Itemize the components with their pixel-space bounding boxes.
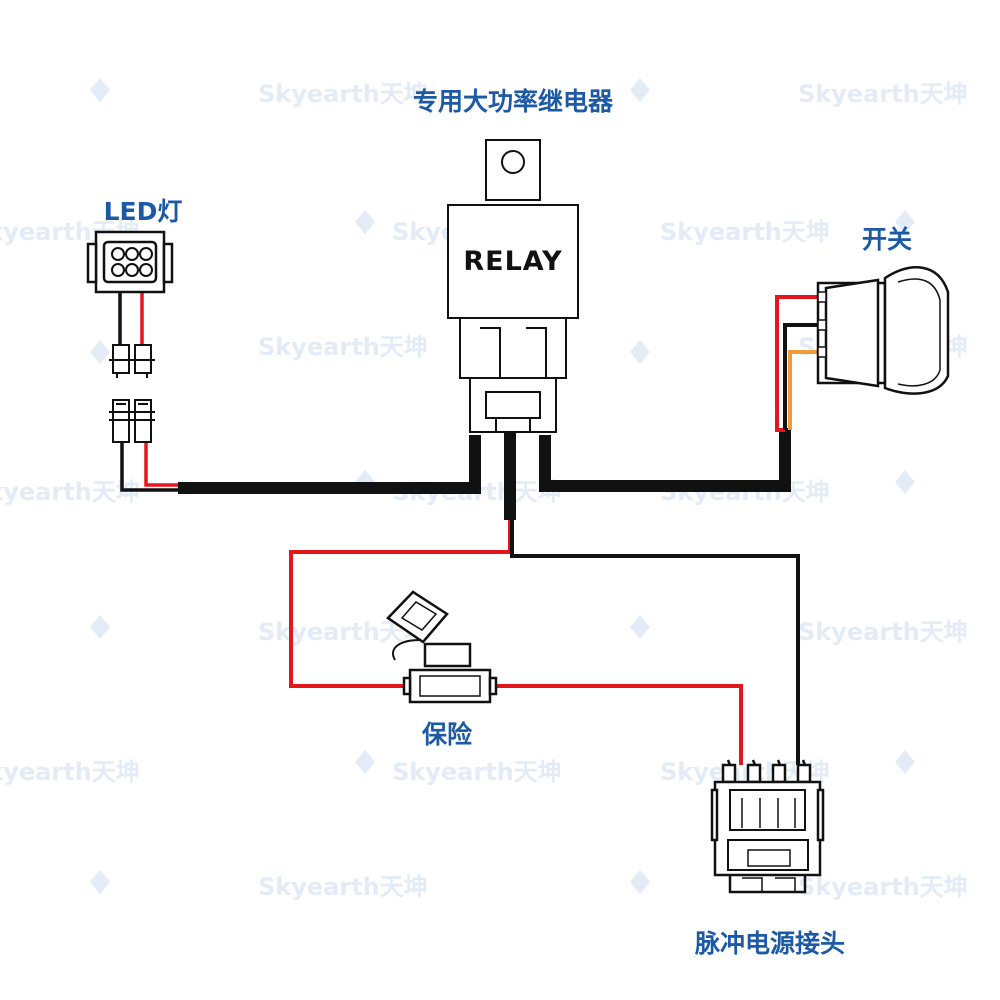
- watermark: Skyearth天坤: [0, 478, 140, 506]
- ground-black: [510, 520, 800, 765]
- fuse-holder: [386, 590, 498, 704]
- switch-rocker: [883, 266, 950, 395]
- switch-lead-black: [783, 323, 818, 430]
- watermark: Skyearth天坤: [660, 218, 830, 246]
- led-plug-lower: [109, 399, 155, 443]
- relay: RELAY: [447, 139, 579, 433]
- label-relay: 专用大功率继电器: [413, 87, 614, 116]
- led-bulbs: [111, 247, 153, 277]
- wires: [118, 290, 818, 765]
- relay-body: [447, 204, 579, 319]
- watermark: Skyearth天坤: [798, 618, 968, 646]
- relay-mount-hole: [501, 150, 525, 174]
- watermark: Skyearth天坤: [258, 333, 428, 361]
- led-wire-red: [144, 440, 178, 487]
- relay-label: RELAY: [463, 246, 562, 277]
- switch-lead-red: [775, 295, 818, 432]
- harness-left: [178, 435, 481, 494]
- label-switch: 开关: [862, 225, 912, 254]
- led-lamp: [86, 230, 174, 443]
- fuse-out-red: [490, 684, 743, 765]
- rocker-switch: [816, 266, 950, 395]
- label-led: LED灯: [104, 197, 183, 226]
- fuse-body: [423, 642, 472, 668]
- led-wire-black: [120, 440, 178, 492]
- watermark: Skyearth天坤: [798, 80, 968, 108]
- watermark: Skyearth天坤: [798, 873, 968, 901]
- label-connector: 脉冲电源接头: [694, 929, 845, 958]
- harness-right: [539, 428, 791, 492]
- led-plug-upper: [109, 344, 155, 378]
- label-fuse: 保险: [421, 720, 473, 749]
- watermark: Skyearth天坤: [0, 758, 140, 786]
- switch-lead-orange: [788, 350, 818, 430]
- relay-base: [459, 317, 567, 379]
- fuse-feed-red: [289, 520, 512, 688]
- watermark: Skyearth天坤: [258, 80, 428, 108]
- watermark: Skyearth天坤: [258, 873, 428, 901]
- watermark: Skyearth天坤: [392, 758, 562, 786]
- power-connector: [710, 759, 825, 894]
